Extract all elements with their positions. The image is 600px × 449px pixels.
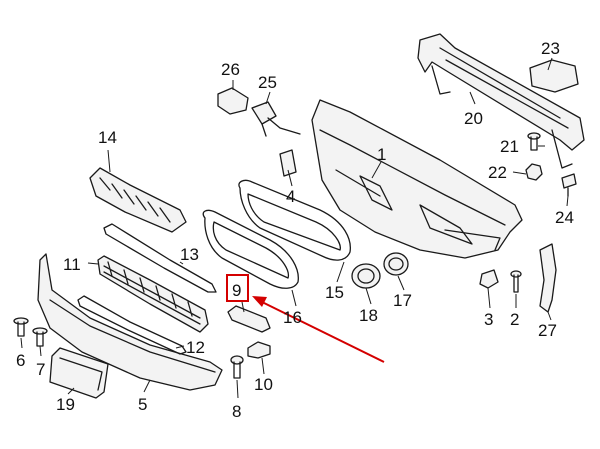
callout-18: 18 (359, 306, 378, 325)
callout-25: 25 (258, 73, 277, 92)
callout-14: 14 (98, 128, 117, 147)
license-bracket-part (49, 347, 109, 399)
callout-1: 1 (377, 145, 386, 164)
trim-piece-9-part (227, 305, 271, 333)
sensor-holder-26-part (217, 87, 249, 115)
callout-9-highlight (226, 274, 385, 363)
clip-24-part (561, 173, 577, 197)
callout-23: 23 (541, 39, 560, 58)
callout-16: 16 (283, 308, 302, 327)
callout-26: 26 (221, 60, 240, 79)
clip-6-part (13, 317, 29, 337)
clip-3-part (479, 269, 499, 289)
grille-surround-part (202, 209, 299, 289)
callout-5: 5 (138, 395, 147, 414)
callout-8: 8 (232, 402, 241, 421)
trim-strip-part (103, 223, 217, 293)
callout-4: 4 (286, 187, 295, 206)
bumper-reinforcement-part (417, 33, 585, 169)
nut-22-part (525, 163, 543, 181)
callout-11: 11 (63, 255, 81, 274)
leader-lines (20, 57, 569, 399)
callout-27: 27 (538, 321, 557, 340)
callout-15: 15 (325, 283, 344, 302)
callout-10: 10 (254, 375, 273, 394)
callout-24: 24 (555, 208, 574, 227)
lower-strip-part (77, 295, 187, 355)
callout-7: 7 (36, 360, 45, 379)
callout-20: 20 (464, 109, 483, 128)
bolt-21-part (527, 132, 541, 151)
screw-2-part (510, 270, 522, 293)
callout-2: 2 (510, 310, 519, 329)
fog-light-18-part (351, 263, 381, 289)
callout-21: 21 (500, 137, 519, 156)
callout-19: 19 (56, 395, 75, 414)
fastener-10-part (247, 341, 271, 359)
callout-labels: 1 2 3 4 5 6 7 8 9 10 11 12 13 14 15 16 1… (16, 39, 574, 421)
callout-17: 17 (393, 291, 412, 310)
grille-frame-part (238, 179, 351, 261)
bracket-27-part (539, 243, 557, 313)
bracket-4-part (279, 149, 297, 177)
upper-grille-part (89, 167, 187, 233)
lower-grille-part (97, 255, 209, 333)
bumper-cover-part (311, 99, 523, 259)
clip-7-part (32, 327, 48, 347)
sensor-25-part (251, 101, 301, 137)
fog-light-17-part (383, 252, 409, 276)
callout-9: 9 (232, 281, 241, 300)
callout-22: 22 (488, 163, 507, 182)
lower-valance-part (37, 253, 223, 391)
callout-12: 12 (186, 338, 205, 357)
fastener-8-part (230, 355, 244, 379)
callout-3: 3 (484, 310, 493, 329)
callout-13: 13 (180, 245, 199, 264)
callout-6: 6 (16, 351, 25, 370)
